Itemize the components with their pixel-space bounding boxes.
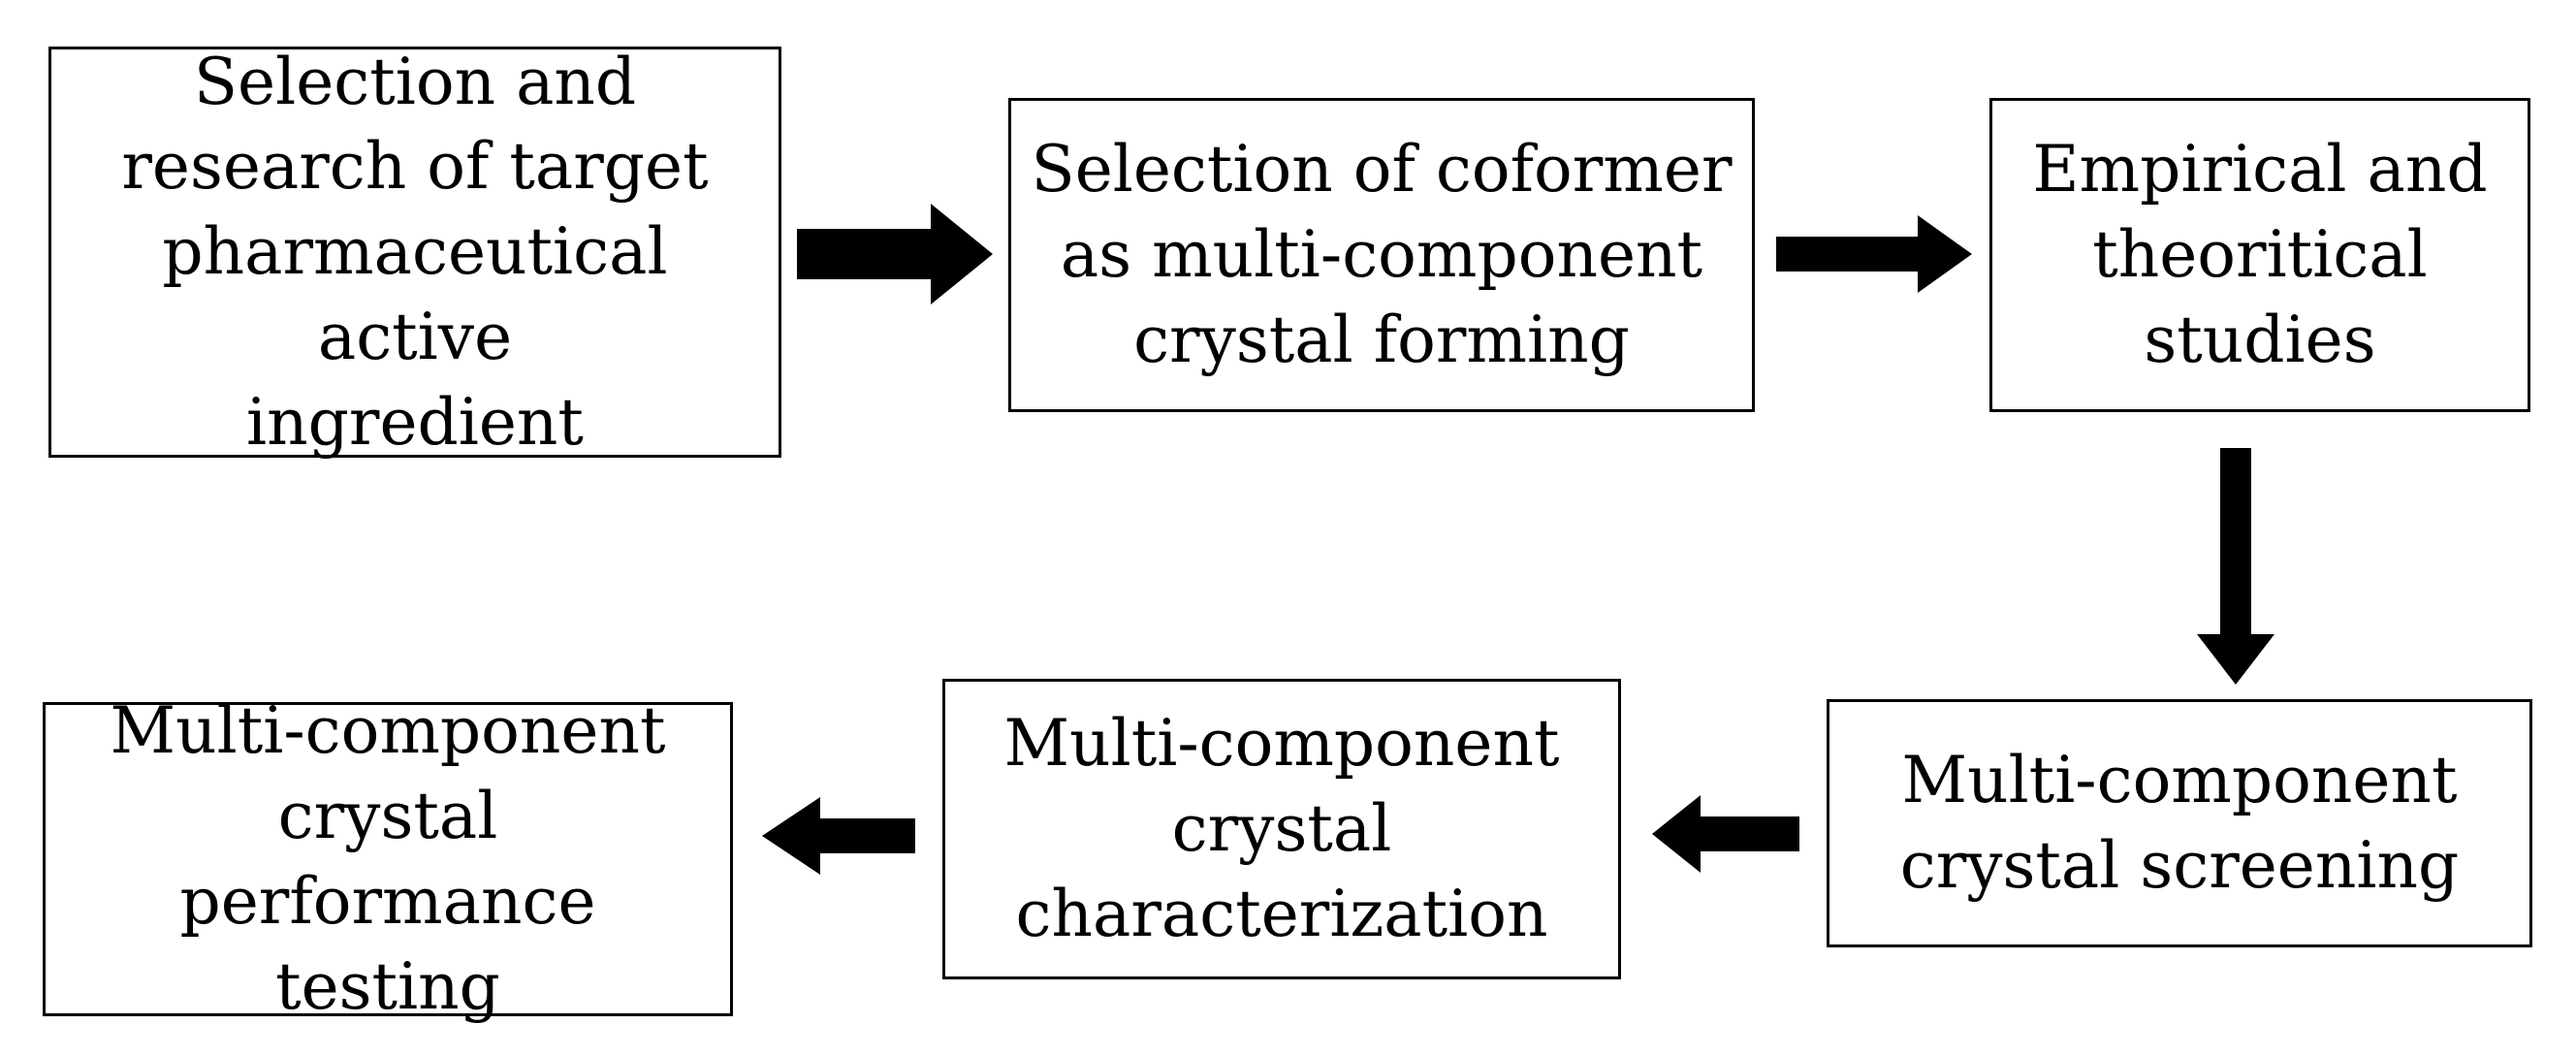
arrow-right-icon xyxy=(1776,215,1972,293)
arrow-left-icon xyxy=(762,797,915,875)
arrow-left-icon xyxy=(1652,795,1799,873)
step-box-empirical-studies: Empirical and theoritical studies xyxy=(1989,98,2530,412)
step-label-coformer-selection: Selection of coformer as multi-component… xyxy=(1031,132,1733,377)
step-label-empirical-studies: Empirical and theoritical studies xyxy=(2032,132,2488,377)
step-label-performance-testing: Multi-component crystal performance test… xyxy=(110,693,666,1024)
step-box-coformer-selection: Selection of coformer as multi-component… xyxy=(1008,98,1755,412)
step-label-crystal-screening: Multi-component crystal screening xyxy=(1899,743,2460,903)
step-box-performance-testing: Multi-component crystal performance test… xyxy=(43,693,733,1024)
step-box-crystal-screening: Multi-component crystal screening xyxy=(1827,699,2532,947)
arrow-down-icon xyxy=(2197,448,2274,685)
arrow-right-icon xyxy=(797,204,993,304)
step-box-crystal-characterization: Multi-component crystal characterization xyxy=(942,679,1621,979)
step-label-target-ingredient: Selection and research of target pharmac… xyxy=(121,44,709,460)
step-box-target-ingredient: Selection and research of target pharmac… xyxy=(48,45,781,460)
step-label-crystal-characterization: Multi-component crystal characterization xyxy=(1003,706,1560,951)
